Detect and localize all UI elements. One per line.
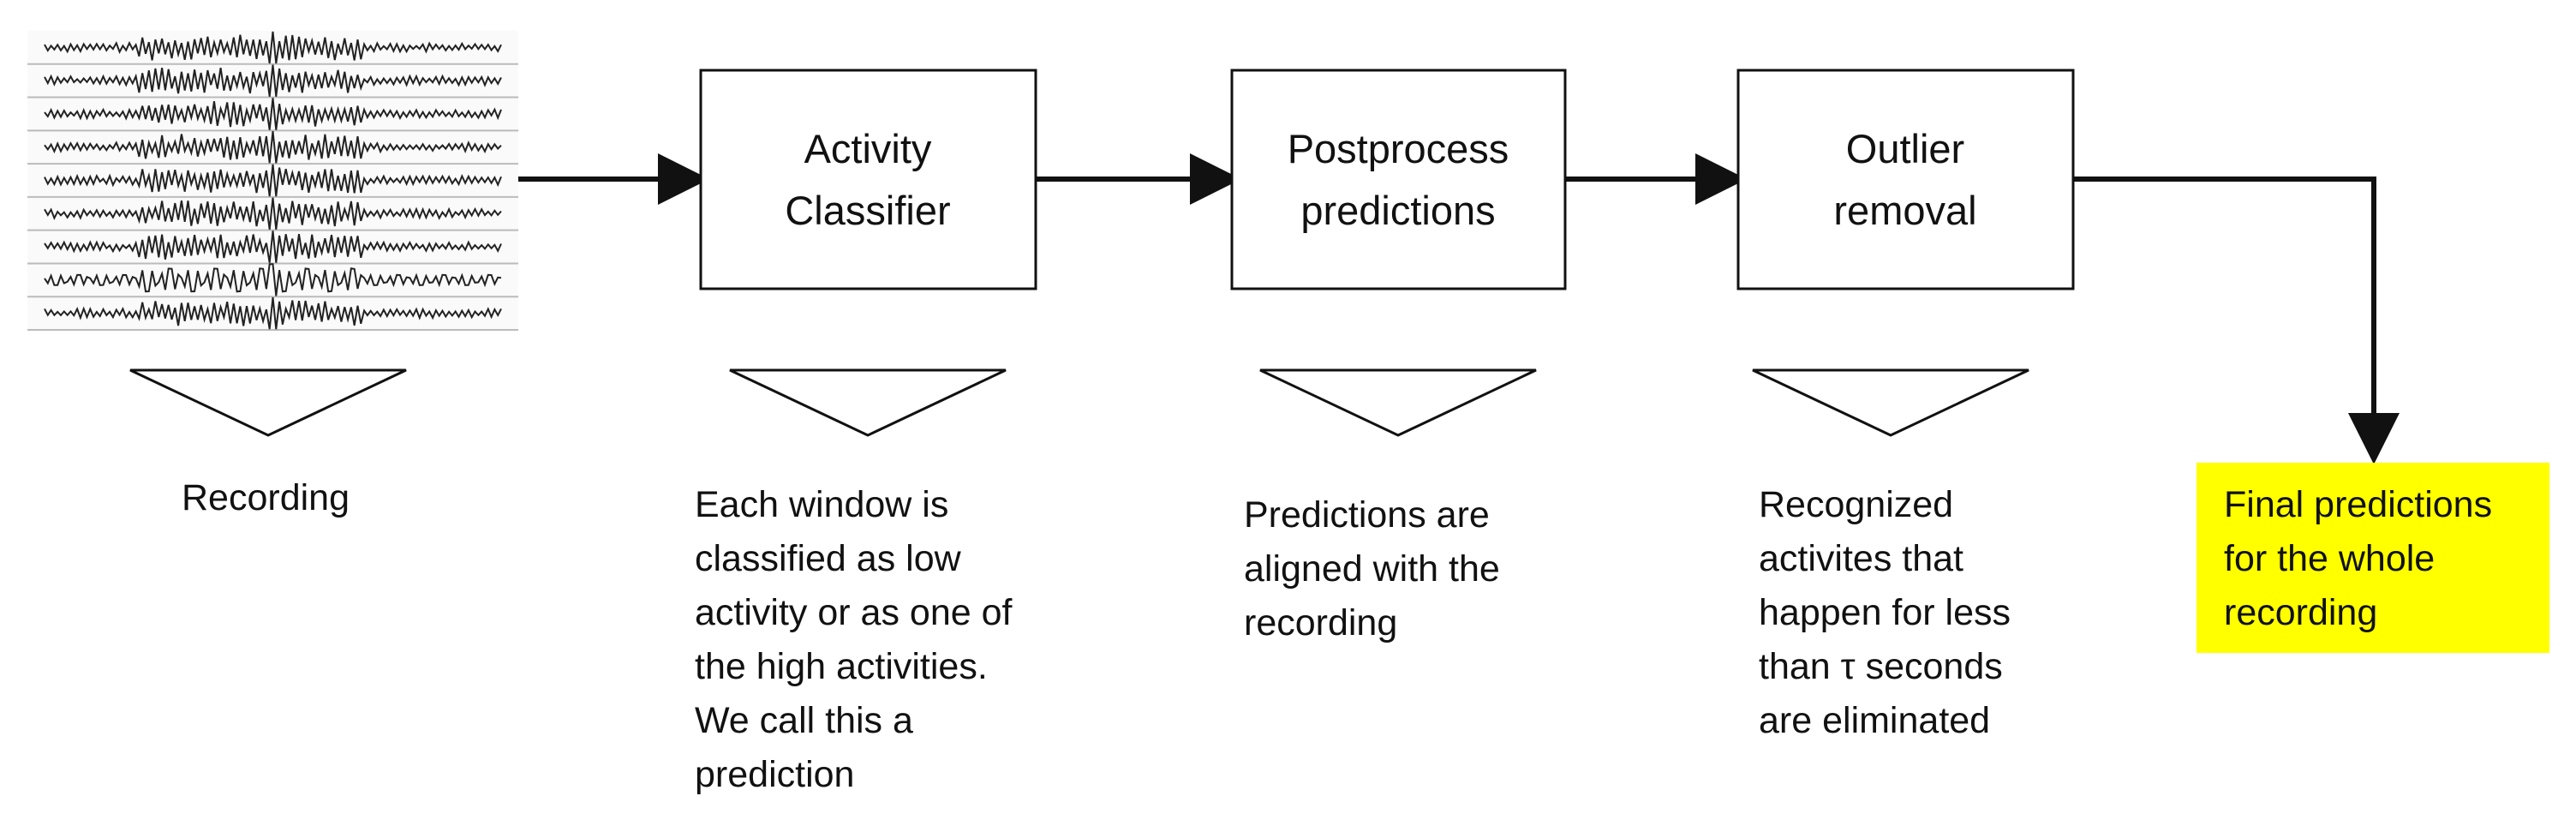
recording-label-text: Recording <box>182 477 350 518</box>
final-predictions-text: Final predictions for the whole recordin… <box>2224 478 2549 640</box>
arrow-outlier-to-final <box>2074 177 2400 464</box>
waveform-trace <box>44 230 502 263</box>
description-line: activites that <box>1759 538 1963 579</box>
stage-postprocess-predictions: Postprocess predictions <box>1230 69 1567 290</box>
description-line: happen for less <box>1759 592 2011 633</box>
stage-activity-classifier: Activity Classifier <box>699 69 1037 290</box>
outlier-description: Recognized activites that happen for les… <box>1759 478 2011 748</box>
waveform-trace <box>44 164 502 197</box>
description-line: recording <box>1244 602 1398 643</box>
final-line: recording <box>2224 592 2378 633</box>
waveform-trace <box>44 197 502 230</box>
description-line: prediction <box>695 754 855 795</box>
waveform-trace <box>44 296 502 330</box>
callout-triangle-recording <box>129 368 407 437</box>
stage-label-line: Outlier <box>1846 126 1964 171</box>
waveform-trace <box>44 130 502 164</box>
postprocess-description: Predictions are aligned with the recordi… <box>1244 488 1500 650</box>
description-line: aligned with the <box>1244 548 1500 590</box>
description-line: Each window is <box>695 484 949 525</box>
waveform-trace <box>44 31 502 64</box>
waveform-trace <box>44 64 502 97</box>
recording-label: Recording <box>182 471 350 525</box>
description-line: activity or as one of <box>695 592 1013 633</box>
stage-label-line: Activity <box>804 126 932 171</box>
stage-outlier-removal: Outlier removal <box>1736 69 2075 290</box>
final-line: Final predictions <box>2224 484 2493 525</box>
description-line: are eliminated <box>1759 700 1991 741</box>
waveform-trace <box>44 263 502 296</box>
callout-triangle-outlier <box>1752 368 2029 437</box>
final-predictions-box: Final predictions for the whole recordin… <box>2196 463 2549 653</box>
description-line: Recognized <box>1759 484 1954 525</box>
stage-label-line: Classifier <box>785 188 950 233</box>
description-line: classified as low <box>695 538 961 579</box>
description-line: Predictions are <box>1244 494 1490 536</box>
recording-waveform <box>27 31 518 331</box>
description-line: than τ seconds <box>1759 646 2003 687</box>
stage-label-line: removal <box>1833 188 1976 233</box>
stage-label-line: Postprocess <box>1288 126 1509 171</box>
description-line: the high activities. <box>695 646 988 687</box>
waveform-trace <box>44 98 502 130</box>
classifier-description: Each window is classified as low activit… <box>695 478 1012 802</box>
stage-label-line: predictions <box>1300 188 1495 233</box>
callout-triangle-postprocess <box>1259 368 1537 437</box>
description-line: We call this a <box>695 700 913 741</box>
callout-triangle-classifier <box>729 368 1007 437</box>
final-line: for the whole <box>2224 538 2436 579</box>
